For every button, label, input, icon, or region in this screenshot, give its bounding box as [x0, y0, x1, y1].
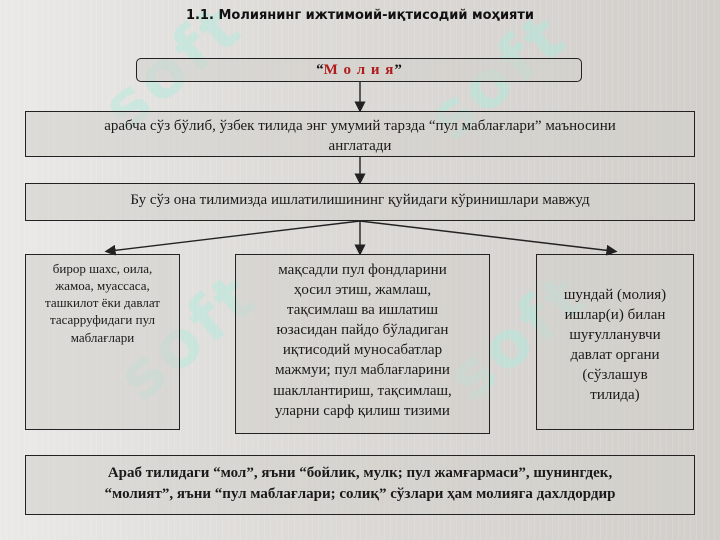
arrow-forms-to-right-column: [359, 220, 618, 256]
meaning-line: ҳосил этиш, жамлаш,: [293, 282, 432, 299]
page-title: 1.1. Молиянинг ижтимоий-иқтисодий моҳият…: [185, 8, 535, 23]
meaning-line: шуғулланувчи: [569, 327, 661, 344]
meaning-line: иқтисодий муносабатлар: [282, 342, 443, 359]
definition-line: арабча сўз бўлиб, ўзбек тилида энг умуми…: [104, 118, 616, 134]
meaning-line: шундай (молия): [563, 287, 667, 303]
meaning-box-agency: шундай (молия) ишлар(и) билан шуғулланув…: [536, 254, 694, 430]
meaning-line: мажмуи; пул маблағларини: [275, 362, 450, 379]
term-close-quote: ”: [394, 62, 402, 78]
meaning-line: давлат органи: [570, 347, 660, 364]
meaning-box-relations: мақсадли пул фондларини ҳосил этиш, жамл…: [235, 254, 490, 434]
meaning-line: маблағлари: [70, 329, 135, 345]
term-text: М о л и я: [323, 62, 395, 78]
definition-line: англатади: [328, 137, 392, 154]
forms-text: Бу сўз она тилимизда ишлатилишининг қуйи…: [130, 192, 590, 208]
etymology-note-box: Араб тилидаги “мол”, яъни “бойлик, мулк;…: [25, 455, 695, 515]
meaning-line: юзасидан пайдо бўладиган: [276, 322, 449, 339]
meaning-line: (сўзлашув: [582, 367, 648, 384]
note-line: “молият”, яъни “пул маблағлари; солиқ” с…: [104, 486, 616, 502]
definition-box: арабча сўз бўлиб, ўзбек тилида энг умуми…: [25, 111, 695, 157]
forms-box: Бу сўз она тилимизда ишлатилишининг қуйи…: [25, 183, 695, 221]
meaning-box-funds: бирор шахс, оила, жамоа, муассаса, ташки…: [25, 254, 180, 430]
meaning-line: шакллантириш, тақсимлаш,: [273, 382, 452, 399]
meaning-line: тилида): [590, 387, 640, 404]
term-open-quote: “: [316, 62, 324, 78]
term-box: “М о л и я”: [136, 58, 582, 82]
meaning-line: ташкилот ёки давлат: [45, 295, 160, 311]
arrow-forms-to-left-column: [104, 220, 361, 256]
meaning-line: ишлар(и) билан: [564, 307, 666, 324]
meaning-line: уларни сарф қилиш тизими: [275, 402, 450, 419]
meaning-line: бирор шахс, оила,: [52, 261, 153, 276]
meaning-line: мақсадли пул фондларини: [278, 262, 447, 278]
meaning-line: жамоа, муассаса,: [55, 278, 150, 294]
meaning-line: тақсимлаш ва ишлатиш: [286, 302, 439, 319]
note-line: Араб тилидаги “мол”, яъни “бойлик, мулк;…: [107, 465, 613, 481]
meaning-line: тасарруфидаги пул: [50, 312, 155, 328]
